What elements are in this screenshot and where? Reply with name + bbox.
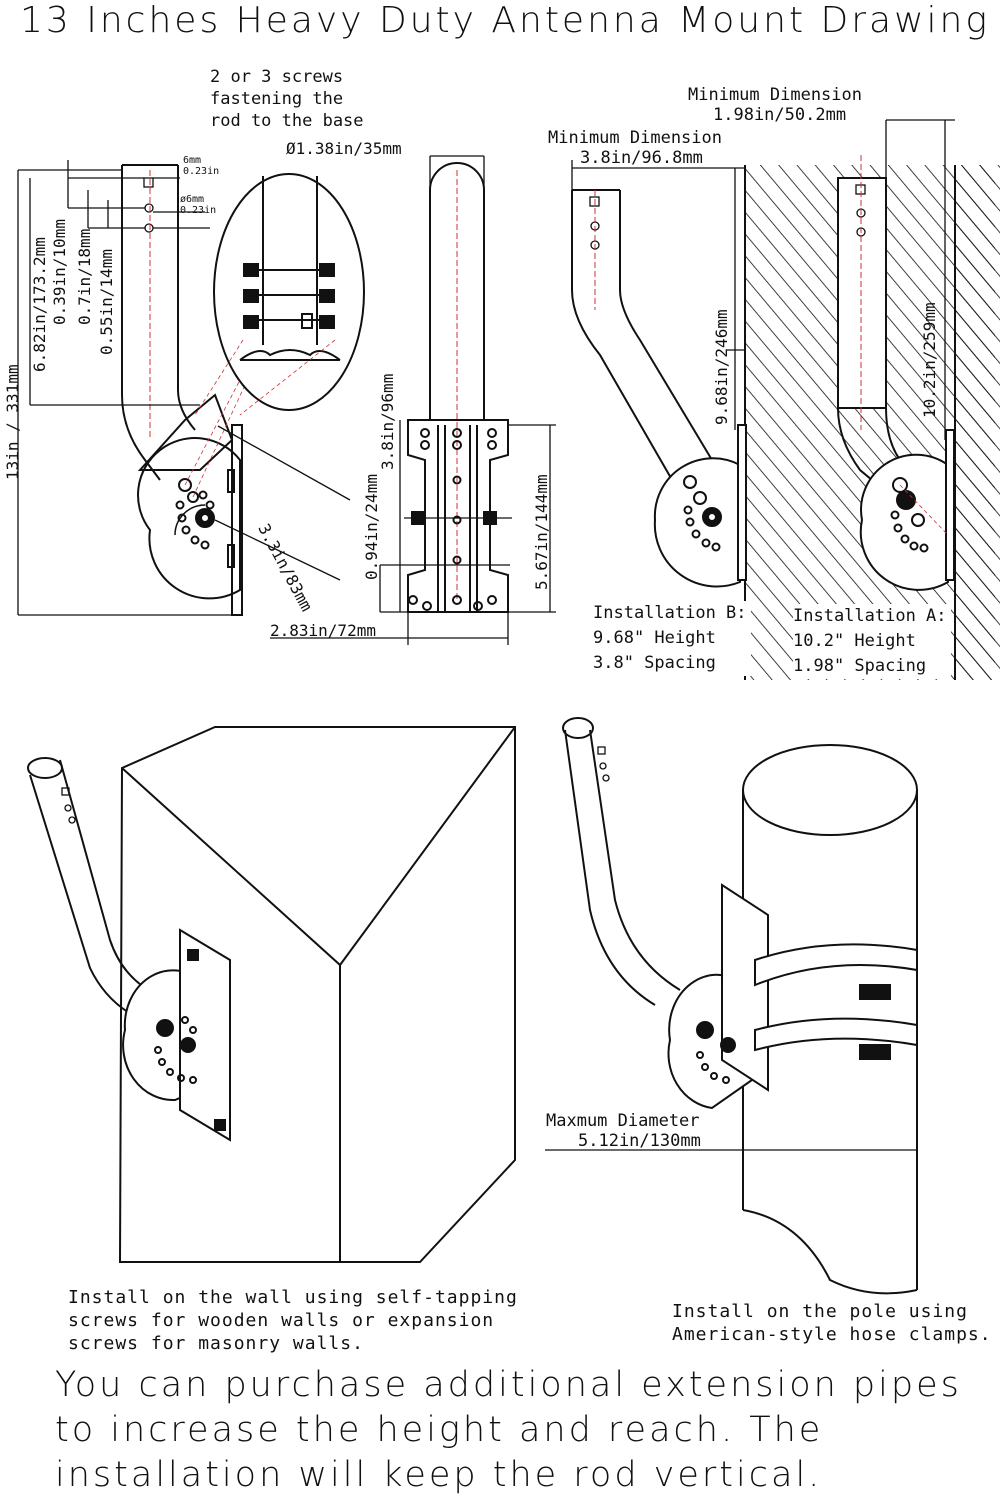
pole-install-drawing <box>562 717 918 1295</box>
install-b-caption: Installation B: 9.68" Height 3.8" Spacin… <box>593 601 751 676</box>
install-b-height: 9.68in/246mm <box>712 309 731 425</box>
front-view <box>404 162 512 613</box>
install-a-min-value: 1.98in/50.2mm <box>713 105 847 125</box>
footer-text: You can purchase additional extension pi… <box>55 1365 962 1495</box>
side-view-mount <box>121 164 246 616</box>
pole-install-note: Install on the pole using American-style… <box>672 1301 992 1345</box>
dim-3-8: 3.8in/96mm <box>378 373 397 470</box>
page-title: 13 Inches Heavy Duty Antenna Mount Drawi… <box>20 0 990 41</box>
install-a-height: 10.2in/259mm <box>920 302 939 418</box>
screws-note: 2 or 3 screws fastening the rod to the b… <box>210 67 364 131</box>
dim-6-82: 6.82in/173.2mm <box>30 237 49 372</box>
install-b-min-label: Minimum Dimension <box>548 128 722 148</box>
diameter-label: Ø1.38in/35mm <box>286 139 402 158</box>
zoom-detail <box>194 173 365 416</box>
dim-13: 13in / 331mm <box>3 364 22 480</box>
wall-install-drawing <box>27 726 516 1263</box>
pole-max-value: 5.12in/130mm <box>578 1131 701 1151</box>
install-a-min-label: Minimum Dimension <box>688 85 862 105</box>
pole-max-label: Maxmum Diameter <box>546 1111 700 1131</box>
install-b-min-value: 3.8in/96.8mm <box>580 148 703 168</box>
hole-size-1: 6mm 0.23in <box>183 155 220 177</box>
dim-2-83: 2.83in/72mm <box>270 621 376 640</box>
dim-0-94: 0.94in/24mm <box>362 474 381 580</box>
wall-install-note: Install on the wall using self-tapping s… <box>68 1287 518 1354</box>
installation-a-drawing <box>837 155 1000 680</box>
hole-size-2: ø6mm 0.23in <box>180 194 217 216</box>
dim-0-7: 0.7in/18mm <box>75 228 94 325</box>
dim-0-39: 0.39in/10mm <box>50 219 69 325</box>
install-a-caption: Installation A: 10.2" Height 1.98" Spaci… <box>793 604 951 679</box>
dim-5-67: 5.67in/144mm <box>532 474 551 590</box>
dim-0-55: 0.55in/14mm <box>97 249 116 355</box>
